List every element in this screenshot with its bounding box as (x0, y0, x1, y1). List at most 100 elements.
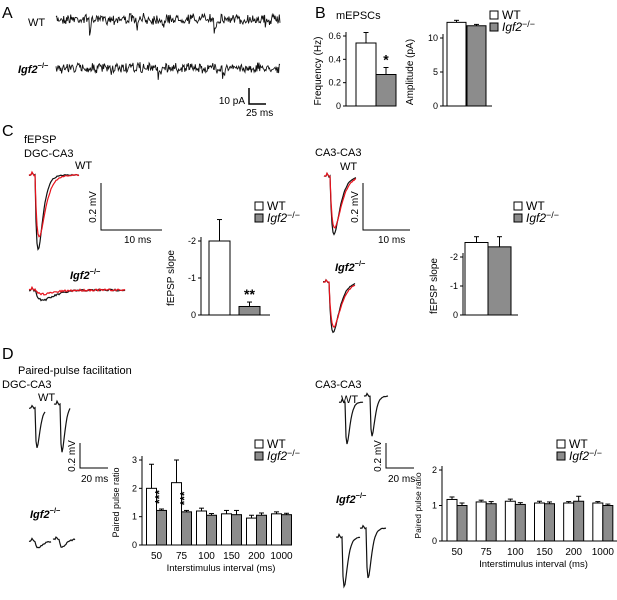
panel-d-title: Paired-pulse facilitation (18, 365, 132, 377)
bar (231, 514, 242, 546)
x-tick-label: 150 (536, 547, 553, 558)
bar (487, 246, 512, 316)
legend-ko-swatch (513, 213, 523, 223)
ca3-ko-paired-trace (335, 524, 387, 589)
bar (446, 21, 467, 107)
ca3-ko-trace-black (322, 278, 356, 334)
bar (602, 505, 614, 542)
bar (592, 502, 604, 542)
panel-d-right-ko: Igf2−/− (336, 491, 367, 506)
panel-d-right-scale-y: 0.2 mV (373, 440, 384, 472)
x-tick-label: 150 (223, 551, 240, 562)
x-tick-label: 50 (451, 547, 463, 558)
y-axis-label: Paired pulse ratio (111, 467, 121, 537)
bar (256, 514, 267, 546)
bar (446, 498, 458, 542)
legend-ko-label: Igf2−/− (569, 448, 602, 463)
y-tick-label: 2 (132, 483, 137, 493)
y-tick-label: -2 (450, 252, 458, 262)
bar (573, 500, 585, 542)
bar (456, 505, 468, 542)
x-tick-label: 50 (151, 551, 163, 562)
bar (246, 517, 257, 546)
legend-wt-swatch (556, 439, 566, 449)
panel-d-right-scale-x: 20 ms (388, 474, 415, 485)
panel-d-left-scale-y: 0.2 mV (67, 440, 78, 472)
x-tick-label: 100 (507, 547, 524, 558)
y-tick-label: -1 (450, 281, 458, 291)
panel-d-right-title: CA3-CA3 (315, 379, 361, 391)
ca3-wt-paired-trace (338, 392, 389, 445)
fepsp-traces (28, 170, 357, 334)
y-tick-label: 0.2 (328, 78, 341, 88)
bar (196, 510, 207, 546)
panel-d-left-ko: Igf2−/− (30, 506, 61, 521)
panel-a-scale-y: 10 pA (219, 96, 245, 107)
bar (238, 305, 261, 316)
y-tick-label: 0 (336, 101, 341, 111)
panel-c-right-ko: Igf2−/− (335, 259, 366, 274)
legend-ko-label: Igf2−/− (267, 448, 300, 463)
y-tick-label: -2 (188, 236, 196, 246)
bar (221, 513, 232, 546)
legend-wt-swatch (489, 10, 499, 20)
bar (206, 514, 217, 546)
x-tick-label: 200 (248, 551, 265, 562)
legend-ko-label: Igf2−/− (267, 210, 300, 225)
bar (355, 42, 377, 107)
legend-wt-label: WT (267, 437, 286, 451)
bar (466, 25, 487, 107)
panel-a-ko-label: Igf2−/− (18, 61, 49, 76)
significance-marker: *** (178, 491, 192, 505)
y-axis-label: fEPSP slope (166, 250, 177, 306)
panel-b-letter: B (315, 5, 326, 22)
panel-c-letter: C (2, 123, 14, 140)
panel-c-right-wt: WT (340, 161, 357, 173)
y-tick-label: 10 (428, 33, 438, 43)
panel-c-left-scale-bar: 0.2 mV 10 ms (88, 183, 162, 246)
panel-a-letter: A (2, 5, 13, 22)
bar (534, 502, 545, 542)
x-axis-label: Interstimulus interval (ms) (167, 563, 276, 574)
panel-d-left-scale-x: 20 ms (81, 474, 108, 485)
bar (544, 503, 555, 542)
y-tick-label: 0 (433, 101, 438, 111)
significance-marker: *** (153, 490, 167, 504)
legend-wt-label: WT (526, 199, 545, 213)
y-tick-label: 0 (432, 536, 437, 546)
y-axis-label: fEPSP slope (429, 258, 440, 314)
legends: WTIgf2−/−WTIgf2−/−WTIgf2−/−WTIgf2−/−WTIg… (254, 8, 602, 463)
significance-marker: ** (244, 286, 255, 302)
legend-wt-label: WT (569, 437, 588, 451)
panel-d-left-wt: WT (38, 392, 55, 404)
bar (156, 509, 167, 546)
legend-wt-label: WT (502, 8, 521, 22)
paired-pulse-traces (28, 392, 389, 589)
y-tick-label: -1 (188, 273, 196, 283)
y-tick-label: 3 (132, 455, 137, 465)
bar (475, 501, 487, 542)
ca3-wt-trace-red (323, 171, 357, 229)
y-tick-label: 1 (132, 512, 137, 522)
panel-b-title: mEPSCs (336, 10, 381, 22)
bar (464, 242, 489, 316)
x-axis-label: Interstimulus interval (ms) (479, 559, 588, 570)
panel-c-title: fEPSP (24, 134, 56, 146)
y-axis-label: Paired pulse ratio (413, 472, 423, 538)
dgc-wt-trace-red (28, 170, 80, 238)
bar (281, 514, 292, 546)
legend-ko-swatch (254, 451, 264, 461)
legend-wt-swatch (513, 201, 523, 211)
legend-wt-label: WT (267, 199, 286, 213)
panel-d-right-scale-bar: 0.2 mV 20 ms (373, 440, 415, 485)
legend-ko-swatch (556, 451, 566, 461)
y-tick-label: 1 (432, 501, 437, 511)
bar (563, 502, 575, 542)
